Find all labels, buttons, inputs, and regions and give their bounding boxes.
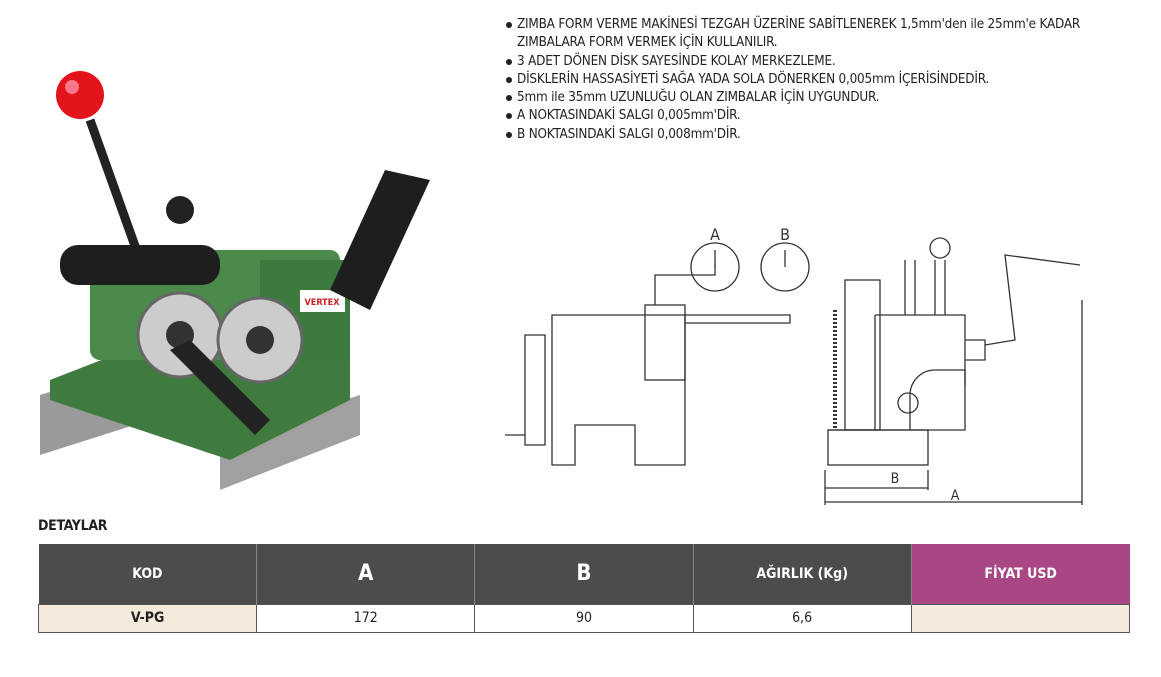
feature-item: DİSKLERİN HASSASİYETİ SAĞA YADA SOLA DÖN… [505,71,1145,89]
cell-kod: V-PG [37,603,258,633]
header-kod: KOD [38,544,257,604]
details-table: KOD A B AĞIRLIK (Kg) FİYAT USD V-PG 172 … [37,544,1131,633]
label-b: B [780,225,790,244]
product-photo: VERTEX [40,71,430,490]
dim-b: B [891,471,900,487]
header-a: A [256,544,475,604]
header-weight: AĞIRLIK (Kg) [692,544,912,604]
table-row: V-PG 172 90 6,6 [37,603,1131,633]
header-price: FİYAT USD [910,544,1130,604]
brand-label: VERTEX [305,298,341,308]
feature-item: A NOKTASINDAKİ SALGI 0,005mm'DİR. [505,107,1145,125]
label-a: A [710,225,720,244]
feature-list: ZIMBA FORM VERME MAKİNESİ TEZGAH ÜZERİNE… [505,16,1145,144]
technical-drawing: A B B A [505,225,1083,505]
cell-b: 90 [474,603,694,633]
details-title: DETAYLAR [38,518,108,534]
feature-item: B NOKTASINDAKİ SALGI 0,008mm'DİR. [505,126,1145,144]
table-header-row: KOD A B AĞIRLIK (Kg) FİYAT USD [38,544,1130,604]
feature-item: ZIMBA FORM VERME MAKİNESİ TEZGAH ÜZERİNE… [505,16,1145,53]
header-b: B [474,544,694,604]
dim-a: A [951,488,960,504]
cell-price [910,603,1131,633]
cell-a: 172 [256,603,476,633]
feature-item: 5mm ile 35mm UZUNLUĞU OLAN ZIMBALAR İÇİN… [505,89,1145,107]
cell-weight: 6,6 [692,603,912,633]
feature-item: 3 ADET DÖNEN DİSK SAYESİNDE KOLAY MERKEZ… [505,53,1145,71]
